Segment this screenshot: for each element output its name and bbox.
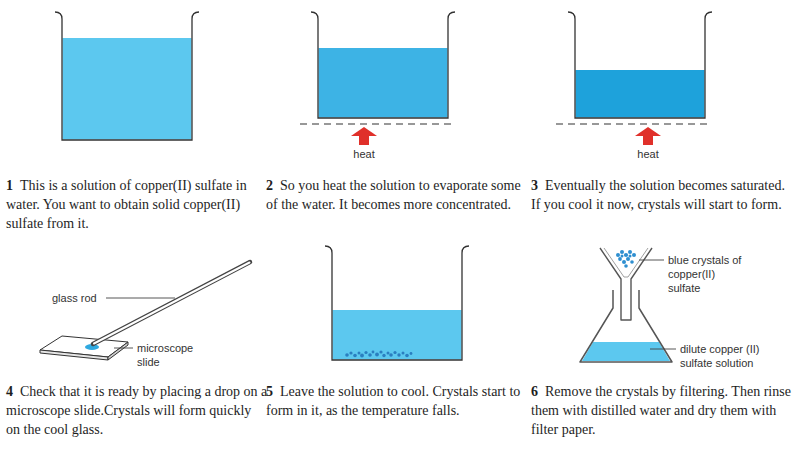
heat-arrow — [635, 127, 661, 136]
step-number: 4 — [6, 384, 13, 399]
solution — [576, 70, 705, 118]
solution — [63, 38, 192, 140]
beaker-outline — [311, 12, 455, 118]
heat-label: heat — [344, 147, 384, 161]
label-text: This is a solution of copper(II) sulfate… — [6, 178, 247, 231]
crystals — [616, 250, 636, 268]
step-number: 6 — [531, 384, 538, 399]
filtration — [580, 248, 676, 362]
step-caption: 2So you heat the solution to evaporate s… — [266, 176, 524, 214]
beaker-3 — [556, 12, 712, 145]
filter-funnel — [600, 248, 652, 320]
beaker-outline — [325, 246, 469, 360]
crystals — [345, 350, 412, 357]
leader-line — [650, 349, 676, 350]
step-caption: 1This is a solution of copper(II) sulfat… — [6, 176, 268, 233]
label-text: blue crystals of copper(II) sulfate — [668, 254, 741, 294]
heat-arrow — [359, 135, 369, 145]
heat-arrow — [351, 127, 377, 136]
filtrate — [582, 342, 670, 361]
microscope-slide-edge — [108, 342, 128, 360]
label-text: heat — [637, 148, 658, 160]
glass-rod — [93, 262, 250, 344]
microscope-slide-edge — [40, 350, 108, 360]
label-text: microscope slide — [137, 342, 193, 368]
filter-paper — [604, 248, 648, 277]
label-text: So you heat the solution to evaporate so… — [266, 178, 521, 212]
part-label: dilute copper (II) sulfate solution — [680, 342, 792, 370]
step-number: 1 — [6, 178, 13, 193]
label-text: glass rod — [52, 292, 97, 304]
beaker-outline — [55, 12, 199, 140]
glass-rod — [94, 263, 250, 344]
label-text: heat — [353, 148, 374, 160]
label-text: Leave the solution to cool. Crystals sta… — [266, 384, 520, 418]
heat-label: heat — [628, 147, 668, 161]
step-caption: 3Eventually the solution becomes saturat… — [531, 176, 793, 214]
beaker-1 — [55, 12, 199, 140]
leader-line — [114, 348, 133, 349]
label-text: Check that it is ready by placing a drop… — [6, 384, 267, 437]
part-label: blue crystals of copper(II) sulfate — [668, 253, 742, 295]
heat-surface — [300, 123, 452, 124]
step-number: 2 — [266, 178, 273, 193]
part-label: microscope slide — [137, 341, 201, 369]
beaker-outline — [568, 12, 712, 118]
label-text: Remove the crystals by filtering. Then r… — [531, 384, 791, 437]
part-label: glass rod — [52, 291, 112, 305]
leader-line — [639, 260, 664, 261]
step-caption: 5Leave the solution to cool. Crystals st… — [266, 382, 524, 420]
step-caption: 6Remove the crystals by filtering. Then … — [531, 382, 793, 439]
solution — [319, 48, 448, 118]
heat-arrow — [643, 135, 653, 145]
label-text: dilute copper (II) sulfate solution — [680, 343, 759, 369]
heat-surface — [556, 123, 708, 124]
beaker-5 — [325, 246, 469, 360]
step-number: 3 — [531, 178, 538, 193]
label-text: Eventually the solution becomes saturate… — [531, 178, 785, 212]
solution — [333, 310, 462, 360]
leader-line — [106, 298, 175, 299]
step-caption: 4Check that it is ready by placing a dro… — [6, 382, 268, 439]
beaker-2 — [300, 12, 455, 145]
step-number: 5 — [266, 384, 273, 399]
